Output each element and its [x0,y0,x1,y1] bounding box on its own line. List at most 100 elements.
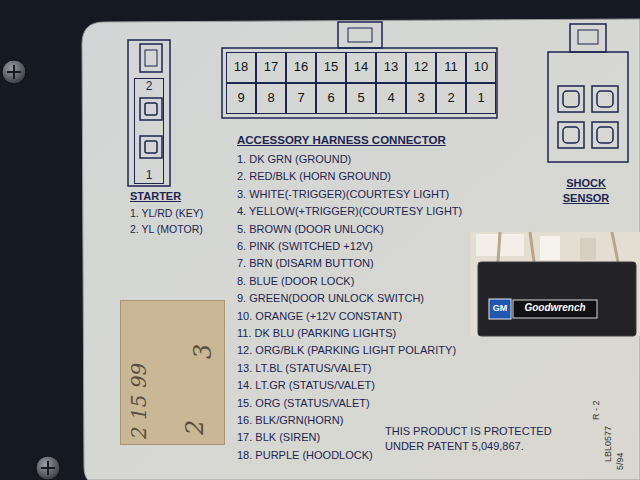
pin-socket [597,91,613,107]
pin-assignment: 4. YELLOW(+TRIGGER)(COURTESY LIGHT) [237,205,462,218]
pin-cell: 11 [436,52,466,83]
screw-slot [41,461,55,475]
connector-latch [140,44,162,72]
handwritten-note: 2 [183,420,207,435]
harness-connector-shell [222,48,497,118]
pin-socket [558,86,584,112]
pin-assignment: 18. PURPLE (HOODLOCK) [237,449,373,462]
pin-socket [597,127,613,143]
pin-number: 11 [444,60,458,74]
pin-number: 17 [264,60,278,74]
pin-cell: 18 [226,52,256,83]
photo-wires [498,232,618,262]
pin-assignment: 9. GREEN(DOOR UNLOCK SWITCH) [237,292,424,305]
pin-assignment: 3. WHITE(-TRIGGER)(COURTESY LIGHT) [237,188,449,201]
photo-wires [580,238,596,260]
pin-number: 2 [146,80,153,93]
pin-number: 6 [327,91,334,105]
pin-assignment: 12. ORG/BLK (PARKING LIGHT POLARITY) [237,344,456,357]
pin-cell: 17 [256,52,286,83]
pin-assignment: 7. BRN (DISARM BUTTON) [237,257,374,270]
pin-cell: 1 [466,83,496,114]
pin-number: 14 [354,60,368,74]
pin-cell: 16 [286,52,316,83]
pin-number: 18 [234,60,248,74]
pin-cell: 7 [286,83,316,114]
pin-assignment: 8. BLUE (DOOR LOCK) [237,275,354,288]
screw-head [36,456,60,480]
pin-cell: 4 [376,83,406,114]
pin-socket [140,98,162,120]
pin-number: 13 [384,60,398,74]
pin-cell: 3 [406,83,436,114]
alarm-module-box [478,262,636,336]
handwritten-note: 3 [191,344,215,359]
pin-cell: 15 [316,52,346,83]
pin-assignment: 11. DK BLU (PARKING LIGHTS) [237,327,396,340]
pin-assignment: 6. PINK (SWITCHED +12V) [237,240,373,253]
pin-number: 1 [477,91,484,105]
pin-socket [558,122,584,148]
screw-head [2,60,26,84]
pin-socket [145,141,157,153]
connector-latch [338,22,382,48]
pin-number: 4 [387,91,394,105]
connector-latch [145,50,157,66]
pin-cell: 5 [346,83,376,114]
section-heading: STARTER [130,190,181,203]
pin-socket [563,91,579,107]
pin-socket [592,86,618,112]
goodwrench-badge [513,300,597,318]
screw-slot [7,65,21,79]
pin-assignment: 2. RED/BLK (HORN GROUND) [237,170,391,183]
gm-logo [489,299,511,319]
pin-assignment: 15. ORG (STATUS/VALET) [237,397,370,410]
pin-assignment: 14. LT.GR (STATUS/VALET) [237,379,375,392]
pin-cell: 8 [256,83,286,114]
connector-latch [578,30,598,44]
label-sheet [82,19,640,480]
pin-number: 12 [414,60,428,74]
wire-name: 2. YL (MOTOR) [130,223,203,236]
pin-socket [140,136,162,158]
pin-cell: 12 [406,52,436,83]
pin-cell: 13 [376,52,406,83]
pin-number: 5 [357,91,364,105]
pin-cell: 2 [436,83,466,114]
pin-cell: 10 [466,52,496,83]
pin-number: 10 [474,60,488,74]
print-date: 5/94 [615,452,626,470]
pin-assignment: 5. BROWN (DOOR UNLOCK) [237,223,384,236]
connector-body: 21 [134,78,164,184]
revision-code: R - 2 [591,400,602,420]
date-sticker: 2 15 99 3 2 [120,300,225,445]
connector-latch [348,28,372,42]
pin-assignment: 1. DK GRN (GROUND) [237,153,351,166]
pin-number: 7 [297,91,304,105]
pin-number: 3 [417,91,424,105]
handwritten-note: 2 15 99 [129,363,149,439]
label-number: LBL0577 [603,426,614,462]
pin-assignment: 17. BLK (SIREN) [237,431,320,444]
section-heading: SHOCK SENSOR [543,176,629,206]
pin-cell: 14 [346,52,376,83]
patent-note: THIS PRODUCT IS PROTECTED UNDER PATENT 5… [385,424,581,455]
starter-connector-shell [128,40,170,186]
pin-number: 16 [294,60,308,74]
pin-number: 8 [267,91,274,105]
module-photo [470,232,640,336]
pin-assignment: 13. LT.BL (STATUS/VALET) [237,362,371,375]
pin-assignment: 10. ORANGE (+12V CONSTANT) [237,310,402,323]
brand-name: Goodwrench [513,302,597,314]
connector-latch [570,24,606,52]
shock-sensor-shell [548,52,628,162]
photo-wires [540,236,560,260]
pin-number: 9 [237,91,244,105]
pin-socket [563,127,579,143]
pin-number: 2 [447,91,454,105]
pin-assignment: 16. BLK/GRN(HORN) [237,414,343,427]
pin-cell: 9 [226,83,256,114]
pin-number: 15 [324,60,338,74]
